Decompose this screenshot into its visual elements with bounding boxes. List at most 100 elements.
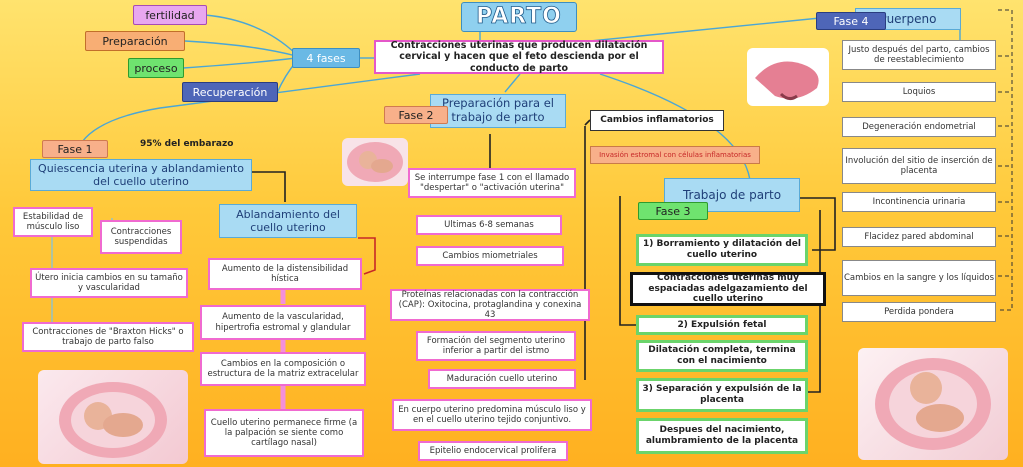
fetus-illustration-right <box>858 348 1008 460</box>
definition-text: Contracciones uterinas que producen dila… <box>390 39 648 74</box>
definition-box: Contracciones uterinas que producen dila… <box>374 40 664 74</box>
fase3-title-text: Trabajo de parto <box>682 187 782 202</box>
phases-count-label: 4 fases <box>306 51 346 65</box>
ablandamiento-title: Ablandamiento del cuello uterino <box>219 204 357 238</box>
fase2-item-6: Maduración cuello uterino <box>428 369 576 389</box>
fase2-item-5-text: Formación del segmento uterino inferior … <box>426 335 566 356</box>
fase3-item-5: 3) Separación y expulsión de la placenta <box>636 378 808 412</box>
fetus-illustration-center <box>342 138 408 186</box>
phase-preparacion: Preparación <box>85 31 185 51</box>
phase-fertilidad: fertilidad <box>133 5 207 25</box>
ablandamiento-2-text: Aumento de la vascularidad, hipertrofia … <box>215 312 351 333</box>
fase1-contracciones: Contracciones suspendidas <box>100 220 182 254</box>
phase-fertilidad-label: fertilidad <box>145 8 195 22</box>
phase-recuperacion: Recuperación <box>182 82 278 102</box>
fase3-tag: Fase 3 <box>638 202 708 220</box>
ablandamiento-title-text: Ablandamiento del cuello uterino <box>236 207 340 234</box>
fase4-item-4-text: Involución del sitio de inserción de pla… <box>845 155 993 176</box>
inflam-item: Invasión estromal con células inflamator… <box>590 146 760 164</box>
inflam-item-text: Invasión estromal con células inflamator… <box>599 150 751 159</box>
fase4-item-7-text: Cambios en la sangre y los líquidos <box>843 272 995 283</box>
fase1-utero-text: Útero inicia cambios en su tamaño y vasc… <box>35 272 183 293</box>
fase3-item-2: Contracciones uterinas muy espaciadas ad… <box>630 272 826 306</box>
fase2-item-4: Proteínas relacionadas con la contracció… <box>390 289 590 321</box>
fase2-title: Preparación para el trabajo de parto <box>430 94 566 128</box>
ablandamiento-1-text: Aumento de la distensibilidad hística <box>221 263 349 284</box>
fase2-item-2: Ultimas 6-8 semanas <box>416 215 562 235</box>
phase-proceso-label: proceso <box>134 61 178 75</box>
fase2-item-7: En cuerpo uterino predomina músculo liso… <box>392 399 592 431</box>
fetus-illustration-left <box>38 370 188 464</box>
fase4-item-7: Cambios en la sangre y los líquidos <box>842 260 996 296</box>
fase2-tag: Fase 2 <box>384 106 448 124</box>
fase1-estabilidad-text: Estabilidad de músculo liso <box>22 211 84 232</box>
fase4-tag-label: Fase 4 <box>833 14 869 28</box>
fase3-item-4: Dilatación completa, termina con el naci… <box>636 340 808 372</box>
uterus-illustration <box>747 48 829 106</box>
fase1-braxton-text: Contracciones de "Braxton Hicks" o traba… <box>32 326 184 347</box>
fase4-item-2-text: Loquios <box>902 86 936 97</box>
fase3-item-1: 1) Borramiento y dilatación del cuello u… <box>636 234 808 266</box>
fase2-item-8: Epitelio endocervical prolifera <box>418 441 568 461</box>
ablandamiento-3-text: Cambios en la composición o estructura d… <box>207 358 359 379</box>
fase1-note: 95% del embarazo <box>140 139 234 149</box>
fase1-title-text: Quiescencia uterina y ablandamiento del … <box>38 161 244 188</box>
fase2-item-8-text: Epitelio endocervical prolifera <box>429 445 557 456</box>
fase1-estabilidad: Estabilidad de músculo liso <box>13 207 93 237</box>
fase4-item-6-text: Flacidez pared abdominal <box>864 231 974 242</box>
fase3-item-5-text: 3) Separación y expulsión de la placenta <box>642 384 802 405</box>
phases-count: 4 fases <box>292 48 360 68</box>
ablandamiento-4-text: Cuello uterino permanece firme (a la pal… <box>210 417 358 449</box>
inflam-title-text: Cambios inflamatorios <box>600 115 714 126</box>
fase3-tag-label: Fase 3 <box>655 204 691 218</box>
fase4-item-5: Incontinencia urinaria <box>842 192 996 212</box>
fase2-item-5: Formación del segmento uterino inferior … <box>416 331 576 361</box>
ablandamiento-2: Aumento de la vascularidad, hipertrofia … <box>200 305 366 340</box>
fase2-item-1: Se interrumpe fase 1 con el llamado "des… <box>408 168 576 198</box>
phase-proceso: proceso <box>128 58 184 78</box>
fase2-item-6-text: Maduración cuello uterino <box>446 373 558 384</box>
fase1-contracciones-text: Contracciones suspendidas <box>110 226 172 247</box>
fase2-item-2-text: Ultimas 6-8 semanas <box>444 219 534 230</box>
fase2-item-7-text: En cuerpo uterino predomina músculo liso… <box>398 404 586 425</box>
fase4-item-1-text: Justo después del parto, cambios de rees… <box>848 44 990 65</box>
fase4-item-8: Perdida pondera <box>842 302 996 322</box>
fase2-item-1-text: Se interrumpe fase 1 con el llamado "des… <box>414 172 570 193</box>
fase3-item-4-text: Dilatación completa, termina con el naci… <box>648 345 796 366</box>
ablandamiento-3: Cambios en la composición o estructura d… <box>200 352 366 386</box>
fase4-item-3-text: Degeneración endometrial <box>862 121 976 132</box>
fase4-item-1: Justo después del parto, cambios de rees… <box>842 40 996 70</box>
fase3-item-2-text: Contracciones uterinas muy espaciadas ad… <box>648 272 808 305</box>
fase4-item-2: Loquios <box>842 82 996 102</box>
ablandamiento-4: Cuello uterino permanece firme (a la pal… <box>204 409 364 457</box>
fase3-item-1-text: 1) Borramiento y dilatación del cuello u… <box>643 239 801 260</box>
fase4-title-text: Puerpeno <box>879 11 937 26</box>
fase4-item-4: Involución del sitio de inserción de pla… <box>842 148 996 184</box>
fase1-tag-label: Fase 1 <box>57 142 93 156</box>
phase-recuperacion-label: Recuperación <box>192 85 268 99</box>
fase4-item-3: Degeneración endometrial <box>842 117 996 137</box>
page-title-text: PARTO <box>476 3 562 29</box>
phase-preparacion-label: Preparación <box>102 34 168 48</box>
fase1-utero: Útero inicia cambios en su tamaño y vasc… <box>30 268 188 298</box>
fase2-tag-label: Fase 2 <box>398 108 434 122</box>
fase3-item-3-text: 2) Expulsión fetal <box>677 319 767 330</box>
page-title: PARTO <box>461 2 577 32</box>
fase1-tag: Fase 1 <box>42 140 108 158</box>
fase4-item-5-text: Incontinencia urinaria <box>872 196 966 207</box>
fase1-title: Quiescencia uterina y ablandamiento del … <box>30 159 252 191</box>
ablandamiento-1: Aumento de la distensibilidad hística <box>208 258 362 290</box>
fase3-title: Trabajo de parto <box>664 178 800 212</box>
fase4-item-8-text: Perdida pondera <box>884 306 954 317</box>
fase2-item-4-text: Proteínas relacionadas con la contracció… <box>398 289 582 321</box>
fase3-item-6: Despues del nacimiento, alumbramiento de… <box>636 418 808 454</box>
fase3-item-3: 2) Expulsión fetal <box>636 315 808 335</box>
fase4-tag: Fase 4 <box>816 12 886 30</box>
fase4-item-6: Flacidez pared abdominal <box>842 227 996 247</box>
fase2-item-3-text: Cambios miometriales <box>442 250 538 261</box>
fase3-item-6-text: Despues del nacimiento, alumbramiento de… <box>645 425 799 446</box>
fase1-braxton: Contracciones de "Braxton Hicks" o traba… <box>22 322 194 352</box>
inflam-title: Cambios inflamatorios <box>590 110 724 131</box>
fase2-title-text: Preparación para el trabajo de parto <box>442 96 554 124</box>
fase2-item-3: Cambios miometriales <box>416 246 564 266</box>
